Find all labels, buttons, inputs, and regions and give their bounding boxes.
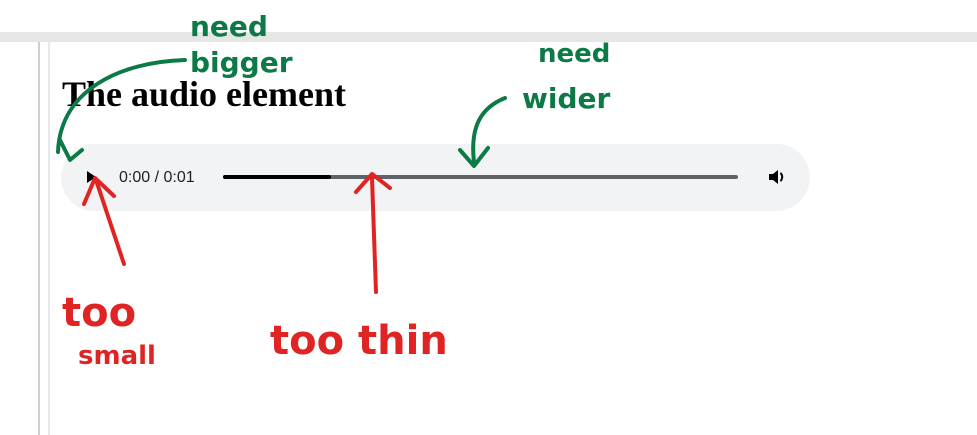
annotation-need-wider-line1: need: [538, 39, 610, 69]
annotation-too-thin: too thin: [270, 318, 448, 364]
volume-icon[interactable]: [765, 165, 789, 189]
audio-player: 0:00 / 0:01: [61, 144, 810, 211]
annotation-too-small-line1: too: [62, 290, 136, 336]
progress-fill: [223, 175, 332, 179]
browser-top-bar: [0, 32, 977, 42]
play-icon[interactable]: [79, 166, 101, 188]
annotation-too-small-line2: small: [78, 341, 156, 371]
left-rail: [38, 42, 50, 435]
time-display: 0:00 / 0:01: [119, 169, 195, 186]
annotation-need-wider-line2: wider: [522, 82, 610, 115]
progress-track[interactable]: [223, 175, 738, 179]
page-heading: The audio element: [62, 74, 346, 114]
